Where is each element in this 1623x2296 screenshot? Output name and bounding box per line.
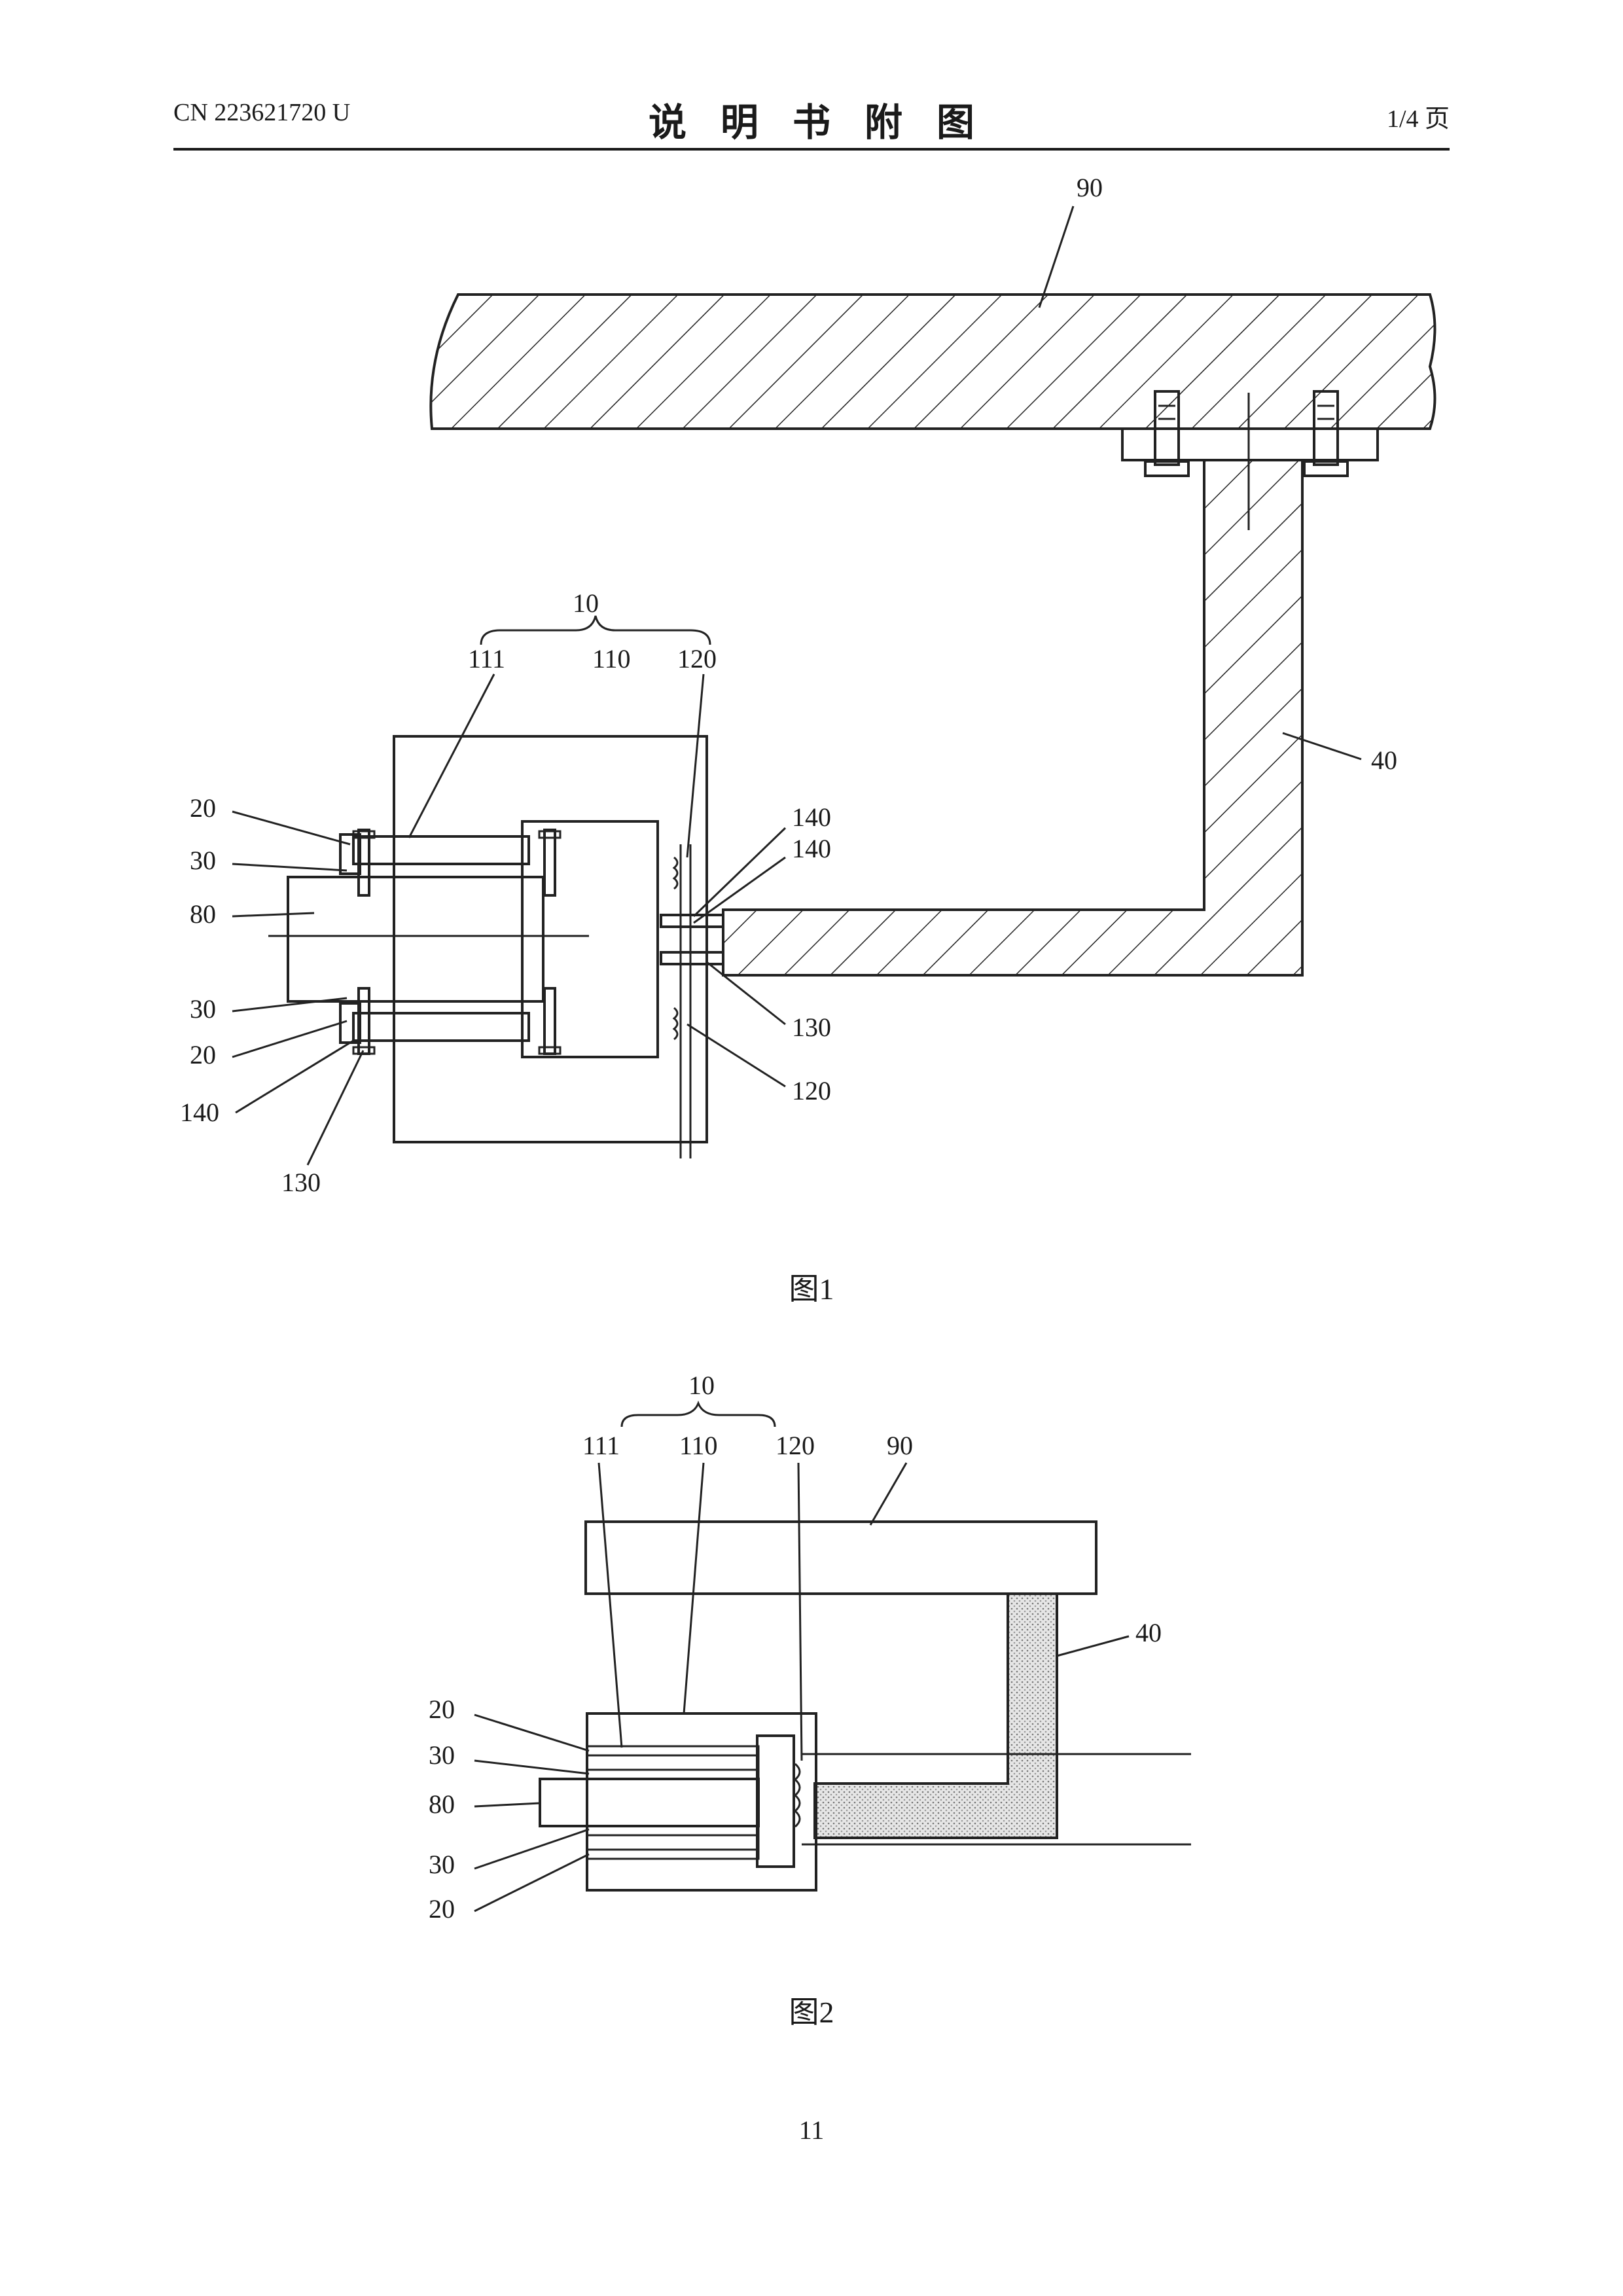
fig1-label-120-right: 120 (792, 1076, 831, 1105)
figure-1: 90 10 111 110 120 40 20 30 80 30 20 140 … (180, 173, 1435, 1306)
part-140-washer-top (661, 915, 723, 927)
fig2-layer-20-top (587, 1746, 758, 1755)
fig2-part-40-bracket (815, 1594, 1057, 1838)
fig2-label-80: 80 (429, 1789, 455, 1819)
fig1-label-10: 10 (573, 588, 599, 618)
layer-20-top (340, 834, 360, 874)
fig2-layer-30-bottom (587, 1826, 758, 1835)
fig1-label-30-bottom: 30 (190, 994, 216, 1024)
fig2-label-120: 120 (776, 1431, 815, 1460)
fig1-label-90: 90 (1077, 173, 1103, 202)
fig2-label-30-bottom: 30 (429, 1850, 455, 1879)
fig1-label-130-right: 130 (792, 1013, 831, 1042)
mounting-plate (1122, 429, 1378, 460)
fig1-label-40: 40 (1371, 745, 1397, 775)
fig2-part-90-slab (586, 1522, 1096, 1594)
fig1-label-111: 111 (468, 644, 505, 673)
fig2-flange (757, 1736, 794, 1867)
fig2-part-111-top (587, 1755, 758, 1770)
fig1-label-140-right-1: 140 (792, 802, 831, 832)
fig1-label-120-top: 120 (677, 644, 717, 673)
fig2-label-20-top: 20 (429, 1695, 455, 1724)
part-111-sleeve-top (353, 836, 529, 864)
fig2-label-90: 90 (887, 1431, 913, 1460)
part-90-slab (431, 295, 1435, 429)
fig2-label-20-bottom: 20 (429, 1894, 455, 1924)
figure-1-caption: 图1 (789, 1272, 834, 1306)
fig2-part-111-bottom (587, 1835, 758, 1850)
fig1-label-30-top: 30 (190, 846, 216, 875)
fig2-label-40: 40 (1135, 1618, 1162, 1647)
figure-2: 10 111 110 120 90 40 20 30 80 30 20 图2 (429, 1371, 1191, 2029)
fig2-layer-30-top (587, 1770, 758, 1779)
fig1-label-140-left: 140 (180, 1098, 219, 1127)
fig2-layer-20-bottom (587, 1850, 758, 1859)
part-111-sleeve-bottom (353, 1013, 529, 1041)
fig1-label-130-left: 130 (281, 1168, 321, 1197)
figure-2-caption: 图2 (789, 1996, 834, 2029)
fig2-label-30-top: 30 (429, 1740, 455, 1770)
fig2-label-110: 110 (679, 1431, 718, 1460)
fig2-label-111: 111 (582, 1431, 620, 1460)
part-130-nut (661, 952, 723, 964)
fig1-label-80: 80 (190, 899, 216, 929)
fig1-label-20-bottom: 20 (190, 1040, 216, 1069)
fig2-part-80-shaft (540, 1779, 758, 1826)
part-80-shaft (288, 877, 543, 1001)
fig2-label-10: 10 (688, 1371, 715, 1400)
fig1-label-140-right-2: 140 (792, 834, 831, 863)
fig1-label-20-top: 20 (190, 793, 216, 823)
fig1-label-110: 110 (592, 644, 631, 673)
page-number: 11 (799, 2115, 825, 2145)
part-40-bracket (723, 460, 1302, 975)
part-110-housing (394, 736, 707, 1142)
